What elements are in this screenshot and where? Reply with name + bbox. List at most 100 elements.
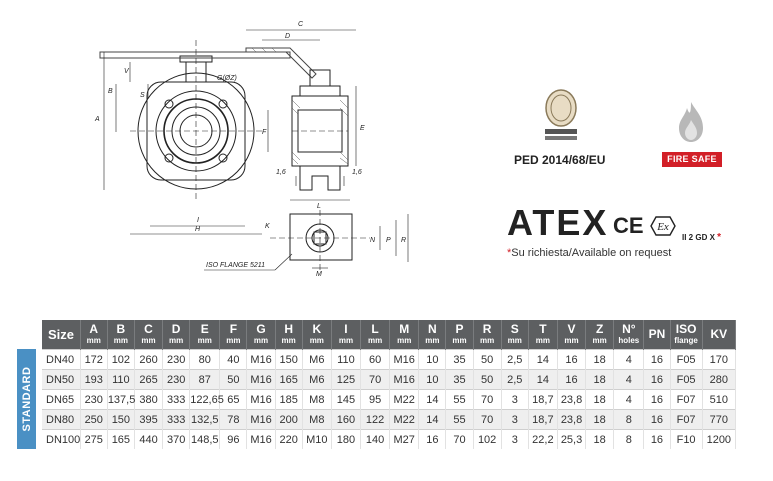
table-cell: 333: [162, 409, 191, 430]
table-cell: M22: [389, 389, 420, 410]
header-label: T: [539, 321, 547, 336]
table-cell: 16: [643, 349, 671, 370]
iso-flange-label: ISO FLANGE 5211: [206, 262, 265, 269]
header-label: E: [200, 321, 209, 336]
header-unit: mm: [338, 335, 354, 345]
dim-k-label: K: [265, 223, 270, 230]
header-unit: mm: [113, 335, 128, 345]
table-cell: 35: [445, 369, 474, 390]
table-cell: M16: [246, 389, 276, 410]
table-cell: 280: [702, 369, 737, 390]
table-cell: 370: [162, 429, 191, 449]
table-cell: 1200: [702, 429, 737, 449]
table-cell: 333: [162, 389, 191, 410]
table-cell: 770: [702, 409, 737, 430]
table-cell: 165: [275, 369, 303, 390]
table-cell: 172: [80, 349, 108, 370]
header-unit: flange: [674, 335, 698, 345]
header-label: Z: [595, 321, 604, 336]
table-cell: 50: [473, 369, 502, 390]
header-unit: mm: [452, 335, 467, 345]
table-cell: 110: [107, 369, 135, 390]
table-cell: 395: [134, 409, 164, 430]
table-cell: 150: [275, 349, 303, 370]
table-cell: 70: [445, 429, 474, 449]
dim-f-label: F: [262, 129, 267, 136]
table-cell: 18: [585, 349, 615, 370]
header-unit: mm: [367, 335, 383, 345]
table-cell: M16: [389, 369, 420, 390]
table-cell: M16: [246, 349, 276, 370]
ex-code: II 2 GD X *: [682, 232, 721, 243]
row-size-cell: DN40: [42, 349, 81, 370]
table-cell: 137,5: [107, 389, 135, 410]
header-unit: mm: [397, 335, 412, 345]
table-cell: 8: [613, 429, 645, 449]
header-22: KV: [702, 320, 737, 350]
table-cell: F07: [670, 389, 703, 410]
header-unit: mm: [535, 335, 550, 345]
table-cell: 8: [613, 409, 645, 430]
table-cell: M6: [302, 349, 332, 370]
header-label: N: [428, 321, 437, 336]
svg-text:Ex: Ex: [656, 221, 669, 233]
note-star: *: [507, 247, 512, 259]
dim-a-label: A: [94, 116, 100, 123]
table-cell: M10: [302, 429, 332, 449]
table-cell: 23,8: [557, 389, 587, 410]
table-cell: 50: [219, 369, 248, 390]
table-cell: 14: [528, 349, 558, 370]
header-label: KV: [710, 327, 728, 341]
ex-hexagon-icon: Ex: [650, 216, 676, 236]
table-cell: 50: [473, 349, 502, 370]
header-label: PN: [648, 327, 666, 341]
table-cell: 55: [445, 389, 474, 410]
table-cell: 160: [331, 409, 362, 430]
header-unit: mm: [507, 335, 522, 345]
table-cell: 102: [107, 349, 135, 370]
atex-title: ATEX: [507, 202, 609, 243]
row-size-cell: DN80: [42, 409, 81, 430]
table-cell: 260: [134, 349, 164, 370]
dim-i-label: I: [197, 217, 199, 224]
table-cell: 150: [107, 409, 135, 430]
dim-r-label: R: [401, 237, 406, 244]
header-unit: mm: [197, 335, 212, 345]
header-unit: mm: [480, 335, 495, 345]
table-cell: 16: [557, 369, 587, 390]
table-cell: 3: [501, 429, 529, 449]
ped-label: PED 2014/68/EU: [514, 153, 606, 167]
header-unit: mm: [309, 335, 324, 345]
dim-l-label: L: [317, 203, 321, 210]
header-unit: mm: [564, 335, 579, 345]
table-cell: M8: [302, 409, 332, 430]
table-cell: M8: [302, 389, 332, 410]
header-label: K: [312, 321, 322, 336]
header-label: N°: [622, 321, 636, 336]
table-cell: 132,5: [189, 409, 221, 430]
dim-e-label: E: [360, 125, 365, 132]
table-cell: 16: [643, 429, 671, 449]
table-cell: 4: [613, 389, 645, 410]
table-cell: 18: [585, 389, 615, 410]
table-cell: M16: [389, 349, 420, 370]
table-cell: 180: [331, 429, 362, 449]
dim-g-label: G(ØZ): [217, 75, 237, 82]
ex-code-text: II 2 GD X: [682, 233, 715, 242]
table-cell: 440: [134, 429, 164, 449]
header-unit: mm: [169, 335, 184, 345]
header-20: PN: [643, 320, 671, 350]
dim-m-label: M: [316, 271, 322, 278]
atex-note: *Su richiesta/Available on request: [507, 247, 671, 259]
